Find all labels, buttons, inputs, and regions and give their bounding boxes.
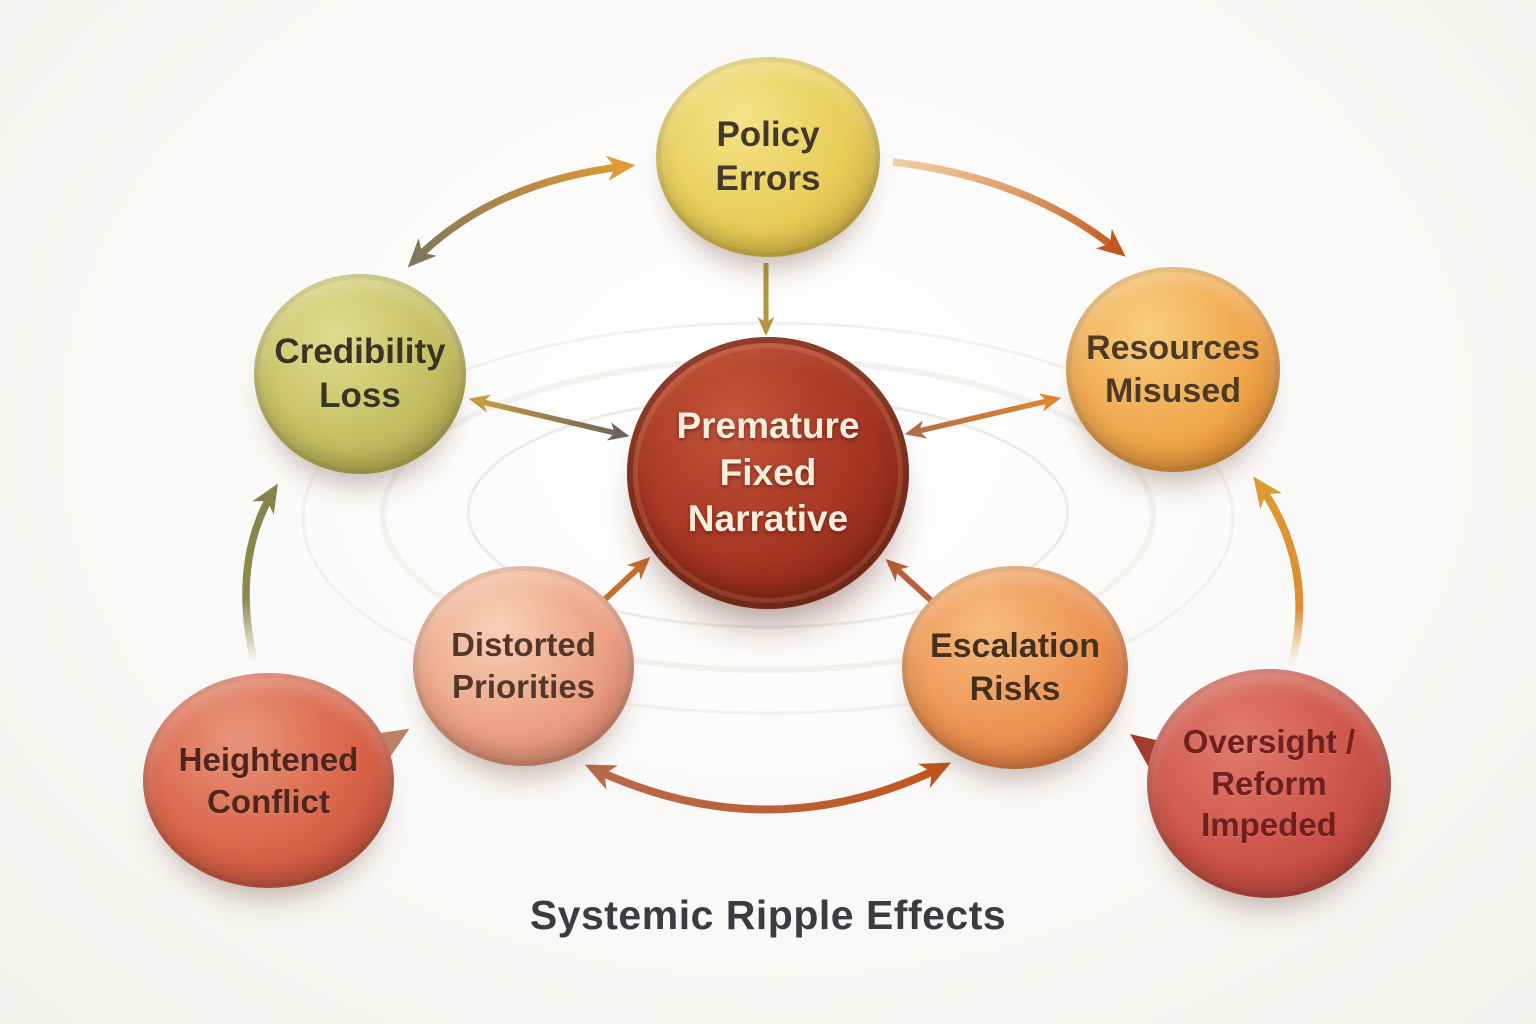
node-label: Oversight / Reform Impeded	[1182, 723, 1356, 844]
node-label: Policy Errors	[715, 114, 821, 198]
arrow-center-resources	[904, 393, 1062, 439]
node-premature-fixed-narrative: Premature Fixed Narrative	[627, 337, 909, 609]
arrow-credibility-center	[468, 394, 630, 441]
arrow-heightened-distorted	[368, 728, 410, 763]
arrow-escalation-center	[885, 558, 939, 608]
node-label: Distorted Priorities	[451, 626, 596, 705]
arrow-oversight-resources	[1253, 476, 1304, 669]
node-oversight-reform-impeded: Oversight / Reform Impeded	[1147, 669, 1391, 898]
node-heightened-conflict: Heightened Conflict	[143, 673, 394, 888]
node-credibility-loss: Credibility Loss	[254, 274, 466, 474]
diagram-title: Systemic Ripple Effects	[529, 892, 1007, 938]
node-label: Heightened Conflict	[178, 740, 359, 820]
arrow-heightened-credibility	[242, 483, 278, 663]
arrows	[242, 155, 1304, 814]
node-resources-misused: Resources Misused	[1066, 267, 1280, 472]
node-label: Escalation Risks	[929, 626, 1101, 708]
arrow-policy-resources	[892, 158, 1126, 257]
arrow-credibility-policy	[407, 155, 636, 268]
arrow-distorted-center	[598, 556, 651, 606]
node-distorted-priorities: Distorted Priorities	[413, 566, 634, 766]
node-label: Resources Misused	[1086, 328, 1260, 410]
node-policy-errors: Policy Errors	[656, 57, 880, 257]
node-label: Credibility Loss	[274, 331, 446, 415]
arrow-distorted-escalation	[584, 762, 952, 814]
node-escalation-risks: Escalation Risks	[902, 566, 1128, 769]
node-label: Premature Fixed Narrative	[676, 405, 860, 540]
